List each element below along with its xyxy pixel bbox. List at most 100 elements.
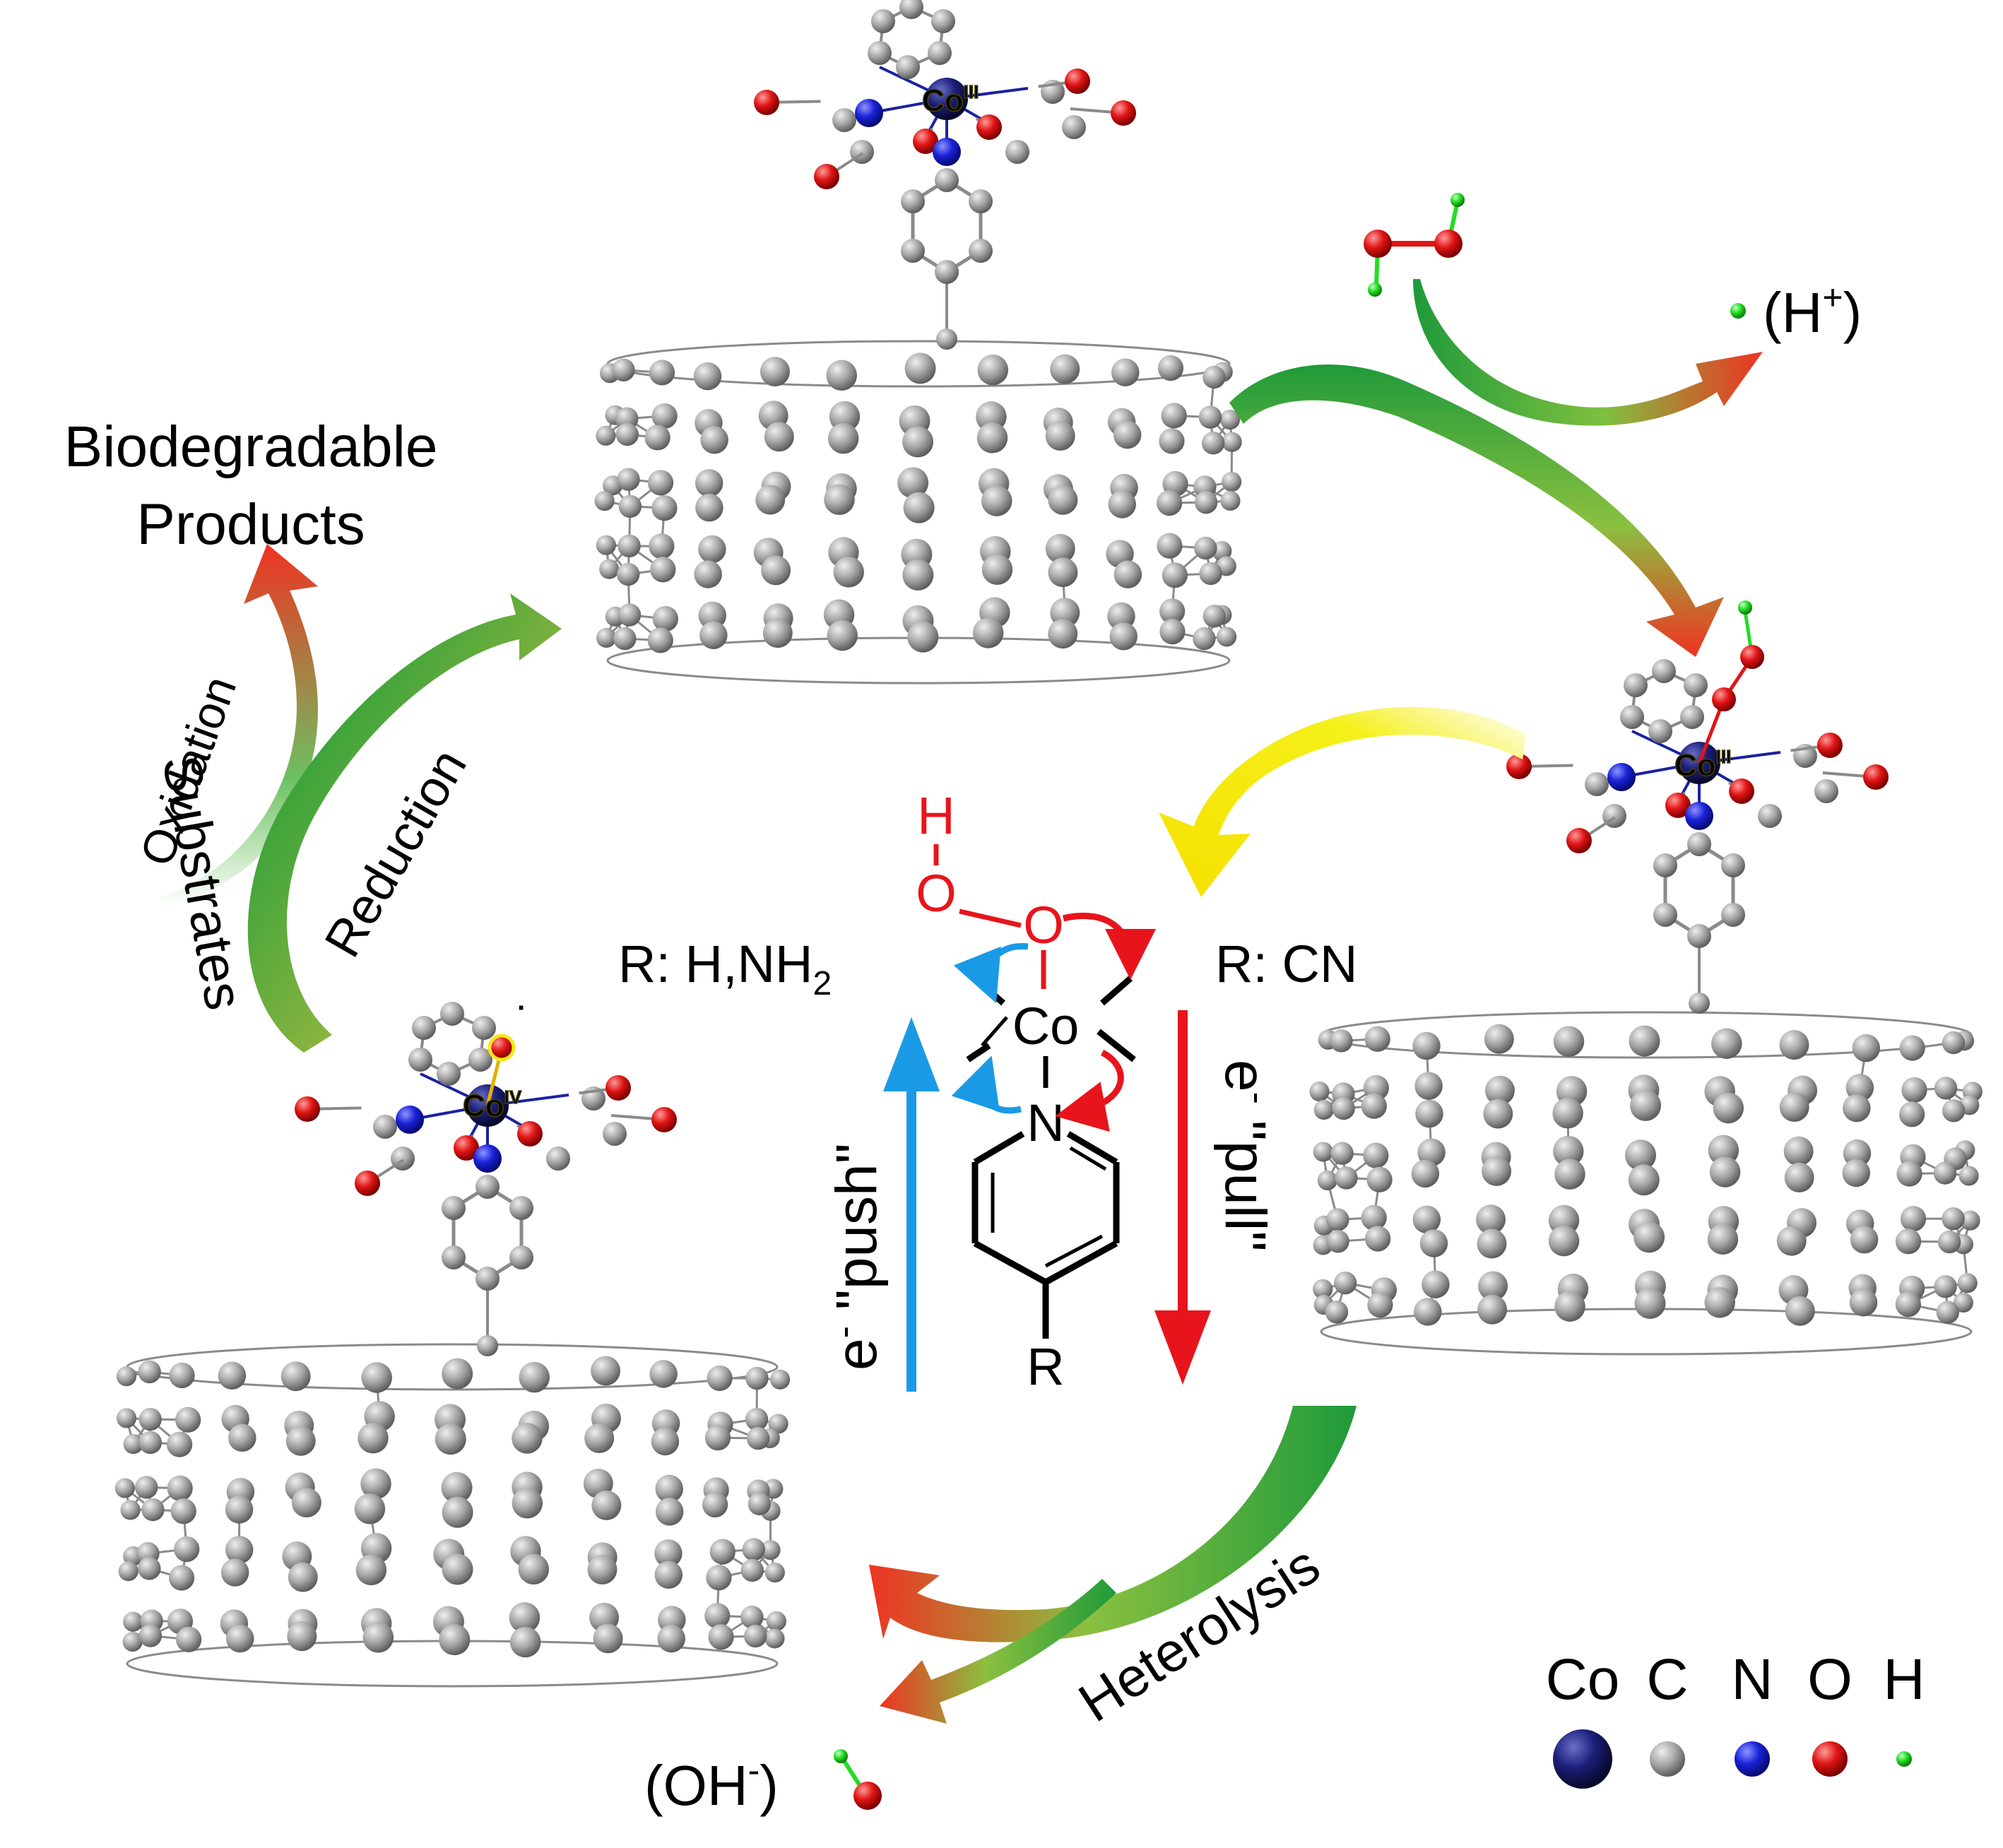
carbon-atom (897, 467, 929, 499)
carbon-atom (1552, 1098, 1583, 1129)
carbon-atom (1957, 1273, 1978, 1293)
carbon-atom (1652, 659, 1676, 683)
carbon-atom (699, 621, 728, 649)
carbon-atom (1325, 1301, 1349, 1324)
oxygen-atom (1065, 69, 1090, 94)
nitrogen-atom (933, 138, 961, 166)
carbon-atom (1411, 1159, 1440, 1188)
structure-atom-r: R (1027, 1337, 1064, 1396)
carbon-atom (587, 1554, 618, 1585)
carbon-atom (1332, 1096, 1355, 1120)
carbon-atom (1942, 1207, 1965, 1231)
pull-curved-arrow-upper (1062, 912, 1156, 980)
carbon-atom (755, 485, 786, 515)
carbon-atom (1899, 1101, 1925, 1127)
carbon-atom (649, 533, 675, 559)
cobalt-complex-left (295, 1002, 677, 1356)
carbon-atom (768, 1414, 788, 1434)
carbon-atom (1478, 1271, 1508, 1301)
carbon-atom (698, 601, 726, 629)
carbon-atom (1159, 618, 1186, 645)
carbon-atom (512, 1423, 543, 1454)
carbon-atom (1198, 405, 1222, 429)
push-curved-arrow-lower (951, 1055, 1022, 1114)
carbon-atom (1938, 1230, 1961, 1254)
carbon-atom (225, 1495, 254, 1524)
carbon-atom (435, 1423, 466, 1455)
carbon-atom (1629, 1025, 1660, 1057)
carbon-atom (1477, 1294, 1508, 1325)
carbon-atom (902, 559, 934, 591)
carbon-atom (1933, 1161, 1957, 1185)
oxygen-atom (517, 1121, 543, 1147)
carbon-atom (168, 1565, 195, 1591)
carbon-atom (1367, 1292, 1393, 1318)
carbon-atom (935, 168, 959, 192)
carbon-atom (868, 41, 892, 65)
carbon-atom (744, 1624, 767, 1648)
carbon-atom (1365, 1226, 1391, 1252)
substrates-label: Substrates (150, 751, 254, 1014)
carbon-atom (1313, 1279, 1333, 1299)
carbon-atom (1585, 772, 1609, 796)
structure-atom-o1: O (916, 864, 957, 923)
carbon-atom (827, 620, 858, 651)
carbon-nanotube-left (114, 1343, 791, 1688)
carbon-atom (1779, 1092, 1809, 1123)
carbon-atom (1414, 1072, 1443, 1100)
legend-label-o: O (1807, 1647, 1853, 1712)
carbon-atom (976, 422, 1008, 454)
carbon-atom (1222, 432, 1242, 452)
oxygen-atom (1712, 687, 1736, 711)
carbon-atom (1960, 1210, 1980, 1231)
carbon-atom (1050, 354, 1080, 384)
carbon-atom (647, 470, 674, 496)
carbon-atom (698, 535, 726, 564)
carbon-atom (1709, 1156, 1741, 1187)
carbon-atom (618, 534, 641, 558)
r-right-label: R: CN (1215, 935, 1357, 993)
carbon-atom (709, 1539, 735, 1565)
carbon-atom (355, 1554, 387, 1586)
carbon-atom (901, 239, 925, 263)
carbon-atom (981, 554, 1013, 585)
carbon-atom (1309, 1082, 1330, 1102)
carbon-atom (706, 1565, 732, 1591)
nitrogen-atom (473, 1144, 502, 1173)
carbon-atom (291, 1488, 321, 1518)
carbon-atom (360, 1468, 391, 1500)
carbon-atom (1193, 627, 1216, 651)
carbon-atom (1687, 924, 1711, 948)
carbon-atom (518, 1553, 550, 1585)
carbon-atom (594, 491, 615, 511)
legend-label-n: N (1731, 1647, 1773, 1712)
carbon-atom (1222, 471, 1242, 492)
biodegradable-label: Biodegradable (64, 415, 438, 479)
oxygen-atom (1740, 645, 1764, 669)
carbon-atom (1942, 1099, 1966, 1123)
carbon-atom (766, 1611, 786, 1632)
oxo-radical-dot: · (517, 993, 526, 1024)
carbon-atom (1220, 490, 1241, 511)
oxygen-atom (295, 1096, 320, 1122)
carbon-atom (936, 328, 957, 350)
carbon-atom (358, 1423, 389, 1454)
carbon-atom (123, 1611, 143, 1632)
carbon-atom (651, 403, 678, 430)
carbon-atom (468, 1048, 492, 1072)
carbon-atom (650, 557, 676, 583)
carbon-atom (969, 239, 993, 263)
carbon-atom (1045, 533, 1075, 564)
oxo-oxygen-atom (488, 1033, 516, 1062)
pull-arrow (1154, 1010, 1211, 1385)
carbon-atom (442, 1196, 466, 1220)
carbon-atom (1814, 779, 1838, 803)
carbon-atom (220, 1558, 249, 1587)
proton-label: (H+) (1763, 278, 1862, 344)
carbon-atom (708, 1624, 734, 1650)
oxygen-atom (1665, 793, 1691, 818)
carbon-atom (760, 1540, 781, 1560)
co-label-left: CoIV (463, 1086, 522, 1123)
carbon-atom (618, 603, 642, 627)
oxygen-atom (605, 1075, 631, 1101)
